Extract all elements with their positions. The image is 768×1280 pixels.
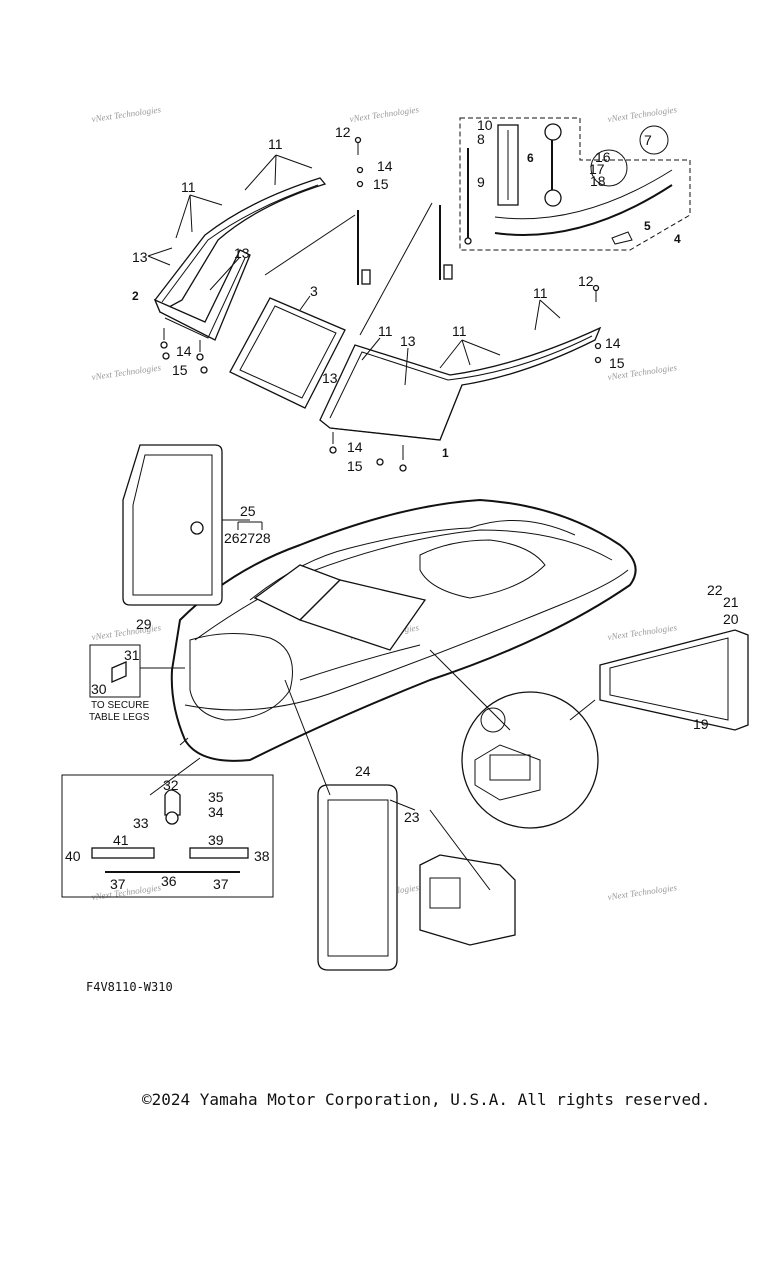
label-39: 39: [208, 832, 224, 848]
note-line-1: TO SECURE: [91, 700, 149, 711]
label-10: 10: [477, 117, 493, 133]
label-40: 40: [65, 848, 81, 864]
strut-detail-inset: [459, 117, 691, 251]
label-13-d: 13: [322, 370, 338, 386]
label-1: 1: [442, 446, 449, 460]
label-18: 18: [590, 173, 606, 189]
label-8: 8: [477, 131, 485, 147]
windshield-struts: [264, 202, 453, 336]
label-11-c: 11: [533, 285, 548, 301]
label-14-b: 14: [176, 343, 192, 359]
label-11-a: 11: [268, 136, 283, 152]
hardware: [354, 136, 602, 364]
hatch-cover: [284, 679, 516, 971]
label-5: 5: [644, 219, 651, 233]
label-19: 19: [693, 716, 709, 732]
label-15-a: 15: [373, 176, 389, 192]
label-16: 16: [595, 149, 611, 165]
label-34: 34: [208, 804, 224, 820]
part-labels: 1 2 3 4 5 6 7 8 9 10 11 11 11 11 11 12 1…: [65, 117, 739, 892]
latch-detail-inset: [61, 757, 274, 898]
label-37-b: 37: [213, 876, 229, 892]
label-3: 3: [310, 283, 318, 299]
label-15-b: 15: [172, 362, 188, 378]
label-41: 41: [113, 832, 129, 848]
label-33: 33: [133, 815, 149, 831]
label-22: 22: [707, 582, 723, 598]
label-15-d: 15: [347, 458, 363, 474]
right-windshield: [319, 326, 602, 472]
label-9: 9: [477, 174, 485, 190]
watermark-4: vNext Technologies: [91, 362, 162, 382]
label-13-a: 13: [132, 249, 148, 265]
label-13-b: 13: [234, 245, 250, 261]
watermark-9: vNext Technologies: [607, 622, 678, 642]
label-12-a: 12: [335, 124, 351, 140]
label-24: 24: [355, 763, 371, 779]
label-14-a: 14: [377, 158, 393, 174]
label-29: 29: [136, 616, 152, 632]
label-25: 25: [240, 503, 256, 519]
label-26-28: 262728: [224, 530, 271, 546]
label-11-d: 11: [452, 323, 467, 339]
label-11-e: 11: [378, 323, 393, 339]
watermark-10: vNext Technologies: [91, 882, 162, 902]
label-35: 35: [208, 789, 224, 805]
watermark-3: vNext Technologies: [607, 104, 678, 124]
center-windshield: [229, 295, 346, 409]
watermark-12: vNext Technologies: [607, 882, 678, 902]
label-23: 23: [404, 809, 420, 825]
label-11-b: 11: [181, 179, 196, 195]
hatch-lid: [122, 444, 223, 606]
watermark-1: vNext Technologies: [91, 104, 162, 124]
label-37-a: 37: [110, 876, 126, 892]
watermark-2: vNext Technologies: [349, 104, 420, 124]
label-7: 7: [644, 132, 652, 148]
label-13-c: 13: [400, 333, 416, 349]
left-windshield: [153, 177, 327, 374]
label-36: 36: [161, 873, 177, 889]
table-leg-note: [89, 644, 185, 698]
note-line-2: TABLE LEGS: [89, 712, 150, 723]
copyright-notice: ©2024 Yamaha Motor Corporation, U.S.A. A…: [142, 1090, 711, 1109]
boat-hull: [170, 498, 637, 762]
label-31: 31: [124, 647, 140, 663]
label-17: 17: [589, 161, 605, 177]
label-20: 20: [723, 611, 739, 627]
label-21: 21: [723, 594, 739, 610]
storage-box: [429, 629, 749, 829]
label-30: 30: [91, 681, 107, 697]
label-15-c: 15: [609, 355, 625, 371]
label-14-d: 14: [347, 439, 363, 455]
label-6: 6: [527, 151, 534, 165]
diagram-code: F4V8110-W310: [86, 980, 173, 994]
label-14-c: 14: [605, 335, 621, 351]
label-32: 32: [163, 777, 179, 793]
label-12-b: 12: [578, 273, 594, 289]
leader-lines: [147, 154, 561, 530]
label-38: 38: [254, 848, 270, 864]
label-2: 2: [132, 289, 139, 303]
label-4: 4: [674, 232, 681, 246]
